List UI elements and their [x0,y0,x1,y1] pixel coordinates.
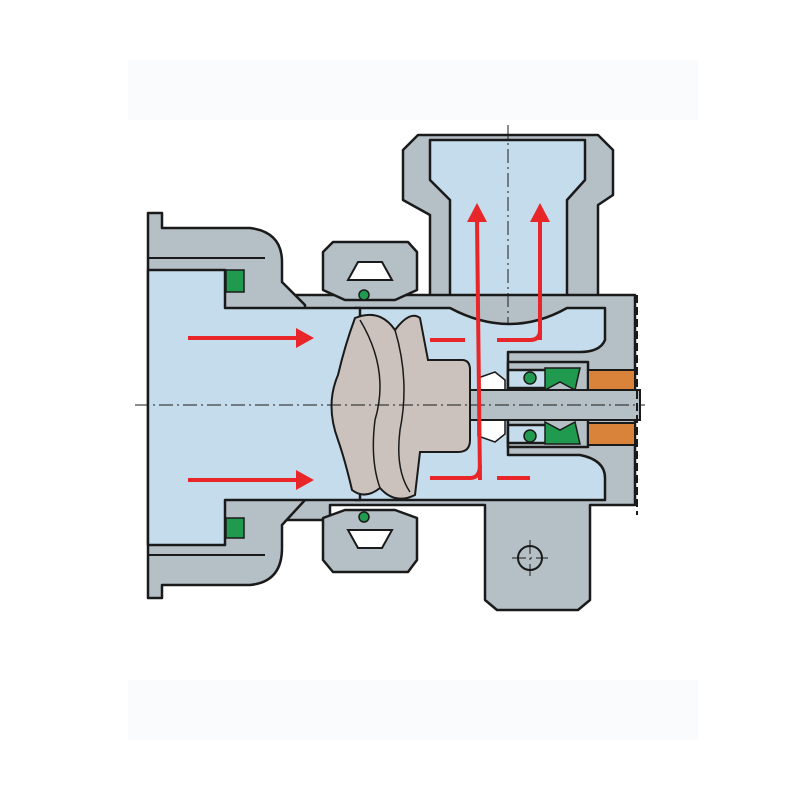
mechanical-seal-top [544,367,581,392]
bearing-bottom [587,422,636,446]
flow-arrow-icon [188,328,314,348]
bearing-top [587,369,636,393]
mechanical-seal-bottom [544,420,581,445]
background-panel [128,60,698,120]
o-ring-bottom [225,517,245,539]
flow-arrow-icon [530,203,550,340]
flow-path [497,329,542,342]
background-panel [128,680,698,740]
o-ring-clamp-bottom [358,511,370,523]
o-ring-top [225,269,245,293]
impeller [330,314,471,500]
flow-arrow-icon [188,470,314,490]
flow-path [430,464,482,480]
o-ring-clamp-top [358,289,370,301]
flow-arrow-icon [467,203,487,481]
